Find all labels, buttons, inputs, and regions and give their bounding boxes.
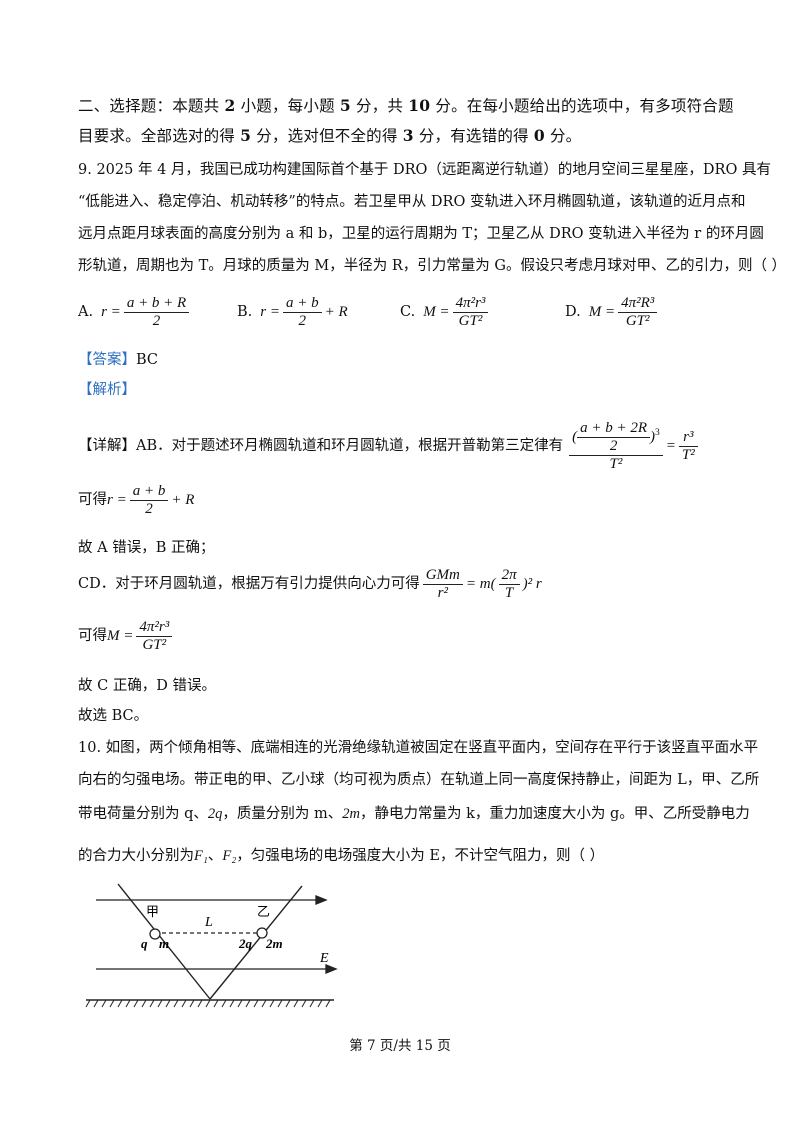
label-right-charge: 2q <box>238 936 253 951</box>
analysis-line: 【解析】 <box>78 382 136 398</box>
conclusion-cd: 故 C 正确，D 错误。 <box>78 678 217 694</box>
left-track <box>117 883 211 1000</box>
q10-line1: 10. 如图，两个倾角相等、底端相连的光滑绝缘轨道被固定在竖直平面内，空间存在平… <box>78 740 759 756</box>
q10-line3: 带电荷量分别为 q、2q，质量分别为 m、2m，静电力常量为 k，重力加速度大小… <box>78 806 750 822</box>
label-distance: L <box>204 915 213 930</box>
label-right-mass: 2m <box>265 936 283 951</box>
field-lines <box>96 895 338 974</box>
page-footer: 第 7 页/共 15 页 <box>349 1038 451 1054</box>
label-jia: 甲 <box>146 904 159 919</box>
ground <box>85 999 334 1008</box>
final-choice: 故选 BC。 <box>78 708 149 724</box>
q10-figure: 甲 乙 L q m 2q 2m E <box>85 883 338 1008</box>
q9-line1: 9. 2025 年 4 月，我国已成功构建国际首个基于 DRO（远距离逆行轨道）… <box>78 162 771 178</box>
section-heading-line2: 目要求。全部选对的得 5 分，选对但不全的得 3 分，有选错的得 0 分。 <box>78 126 582 145</box>
q9-line3: 远月点距月球表面的高度分别为 a 和 b，卫星的运行周期为 T；卫星乙从 DRO… <box>78 226 764 242</box>
q10-line2: 向右的匀强电场。带正电的甲、乙小球（均可视为质点）在轨道上同一高度保持静止，间距… <box>78 772 760 788</box>
field-arrowhead-top <box>315 895 328 905</box>
label-left-charge: q <box>141 936 148 951</box>
v-track <box>117 883 303 1000</box>
label-field: E <box>319 951 329 966</box>
section-heading-line1: 二、选择题：本题共 2 小题，每小题 5 分，共 10 分。在每小题给出的选项中… <box>78 96 734 115</box>
label-yi: 乙 <box>257 904 270 919</box>
ball-yi <box>256 927 268 939</box>
answer-line: 【答案】BC <box>78 352 159 368</box>
right-track <box>209 885 303 1000</box>
ball-jia <box>149 928 161 940</box>
q10-line4: 的合力大小分别为F₁、F₂，匀强电场的电场强度大小为 E，不计空气阻力，则（ ） <box>78 848 605 864</box>
label-left-mass: m <box>159 936 169 951</box>
detail-ab-line: 【详解】AB．对于题述环月椭圆轨道和环月圆轨道，根据开普勒第三定律有 (a + … <box>78 418 701 474</box>
q9-line2: “低能进入、稳定停泊、机动转移”的特点。若卫星甲从 DRO 变轨进入环月椭圆轨道… <box>78 194 746 210</box>
conclusion-ab: 故 A 错误，B 正确； <box>78 540 215 556</box>
field-arrowhead-bottom <box>325 964 338 974</box>
q9-line4: 形轨道，周期也为 T。月球的质量为 M，半径为 R，引力常量为 G。假设只考虑月… <box>78 258 787 274</box>
ground-hatching <box>85 999 331 1008</box>
